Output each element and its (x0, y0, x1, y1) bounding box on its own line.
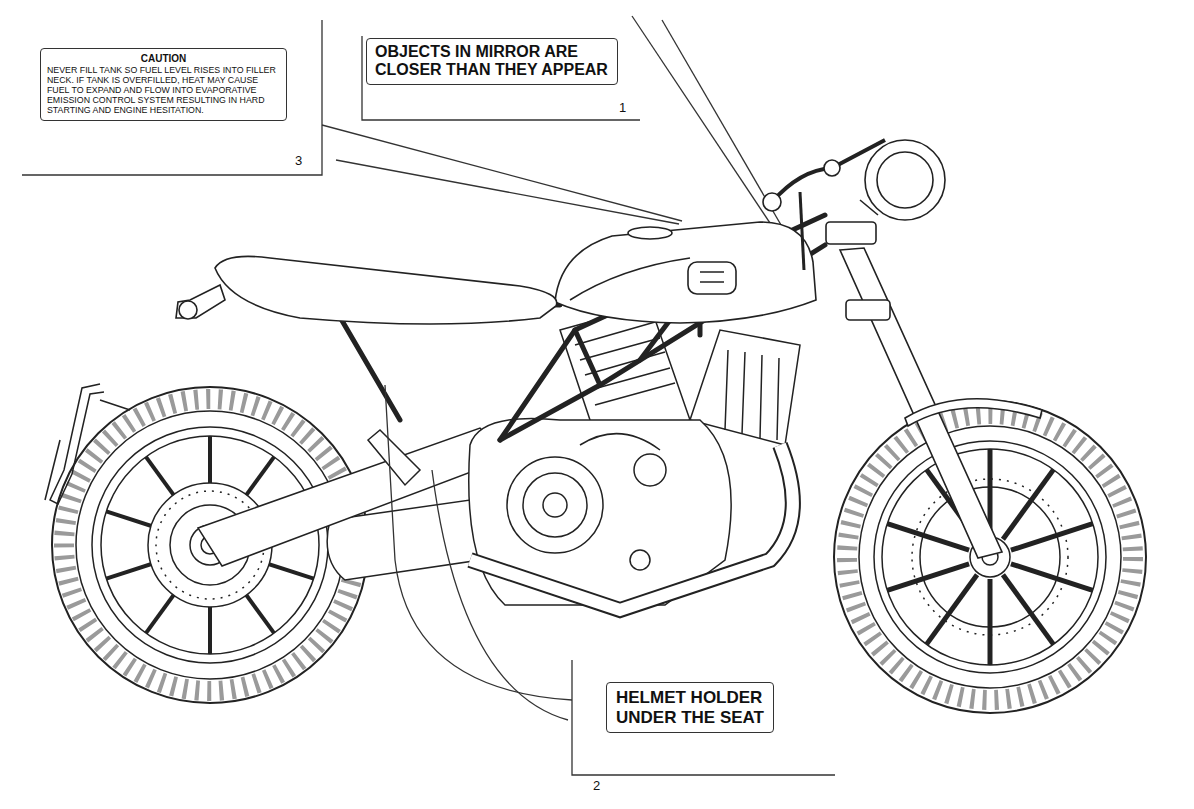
leader-lines (385, 385, 572, 720)
decal-text: HELMET HOLDER UNDER THE SEAT (616, 688, 764, 727)
swingarm (198, 428, 509, 580)
fuel-tank (555, 222, 816, 323)
decal-label: OBJECTS IN MIRROR ARE CLOSER THAN THEY A… (366, 38, 618, 85)
decal-text: NEVER FILL TANK SO FUEL LEVEL RISES INTO… (47, 65, 280, 116)
decal-text: OBJECTS IN MIRROR ARE CLOSER THAN THEY A… (375, 43, 609, 80)
front-wheel (834, 401, 1146, 713)
decal-label: CAUTIONNEVER FILL TANK SO FUEL LEVEL RIS… (40, 48, 287, 121)
frame (330, 215, 825, 440)
plate-holder (45, 384, 130, 504)
decal-heading: CAUTION (47, 53, 280, 65)
decal-label: HELMET HOLDER UNDER THE SEAT (606, 682, 774, 733)
callout-number: 1 (617, 101, 628, 114)
exhaust-pipe (470, 445, 793, 610)
callout-number: 2 (591, 779, 602, 792)
callout-number: 3 (293, 154, 304, 167)
front-end (763, 140, 1042, 558)
leader-lines (22, 16, 835, 775)
seat (176, 256, 557, 324)
